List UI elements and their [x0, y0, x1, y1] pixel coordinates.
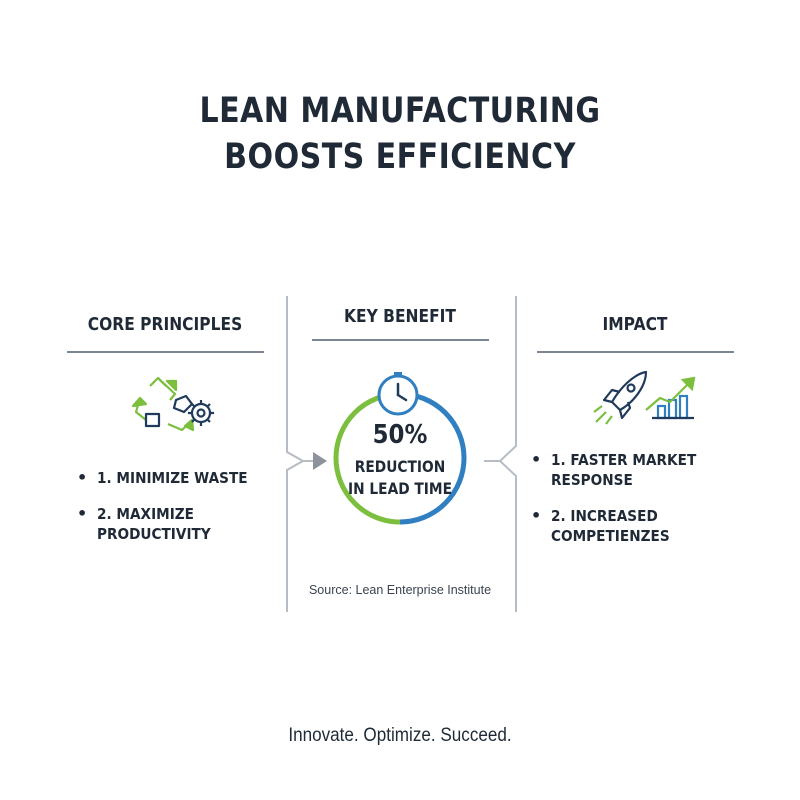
clock-icon	[377, 372, 419, 416]
tagline: Innovate. Optimize. Succeed.	[288, 725, 512, 746]
growth-chart-icon	[645, 376, 696, 420]
title-line-1: LEAN MANUFACTURING	[199, 91, 601, 131]
lead-time-ring	[333, 391, 467, 525]
key-benefit-divider	[312, 339, 489, 341]
title-line-2: BOOSTS EFFICIENCY	[224, 137, 576, 177]
impact-divider	[537, 351, 734, 353]
stat-label-line-1: REDUCTION	[354, 457, 446, 476]
stat-label-line-2: IN LEAD TIME	[347, 479, 453, 498]
list-item: 2. INCREASED COMPETIENZES	[531, 506, 751, 546]
stat-value: 50%	[372, 420, 428, 450]
rocket-icon	[593, 370, 648, 425]
list-item: 2. MAXIMIZE PRODUCTIVITY	[77, 504, 277, 544]
source-note: Source: Lean Enterprise Institute	[308, 583, 492, 597]
recycle-gear-icon	[131, 376, 214, 432]
impact-heading: IMPACT	[602, 314, 668, 335]
list-item: 1. MINIMIZE WASTE	[77, 468, 277, 488]
core-principles-divider	[67, 351, 264, 353]
left-connector	[286, 296, 313, 612]
core-principles-heading: CORE PRINCIPLES	[87, 314, 243, 335]
impact-list: 1. FASTER MARKET RESPONSE 2. INCREASED C…	[531, 450, 751, 562]
right-arrow-icon	[313, 452, 327, 470]
list-item: 1. FASTER MARKET RESPONSE	[531, 450, 751, 490]
right-connector	[484, 296, 517, 612]
key-benefit-heading: KEY BENEFIT	[344, 306, 456, 327]
page-title: LEAN MANUFACTURING BOOSTS EFFICIENCY	[56, 88, 744, 180]
core-principles-list: 1. MINIMIZE WASTE 2. MAXIMIZE PRODUCTIVI…	[77, 468, 277, 560]
